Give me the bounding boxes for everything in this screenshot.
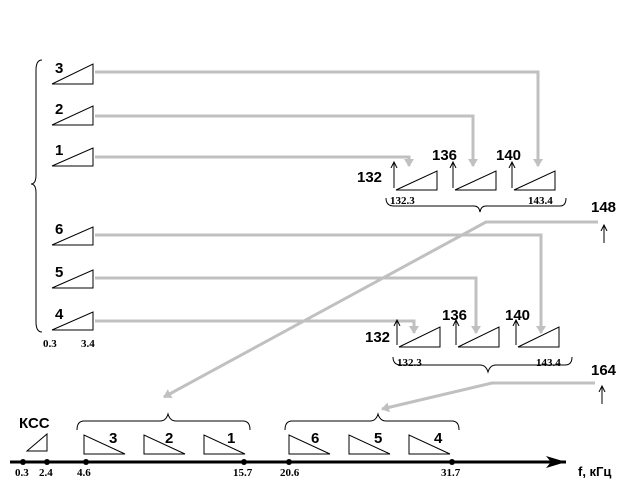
kss-triangle-icon [25,432,48,452]
route-group-b-to-spectrum [381,381,595,413]
mux-freq: 140 [505,307,530,324]
spectrum-triangle-icon [51,311,94,331]
route-channel-4 [95,319,419,334]
channel-number: 3 [55,60,63,77]
group-a-brace [385,197,567,213]
tick-dot [44,459,50,465]
spectrum-triangle-icon [51,226,94,246]
group-transfer-arrows [163,220,598,413]
routing-lines-group-a [95,70,543,167]
route-channel-2 [95,114,478,167]
channel-number: 1 [55,142,63,159]
mux-freq: 132 [365,329,390,346]
spectrum-channel: 5 [374,430,382,447]
mux-freq: 140 [496,147,521,164]
channel-band-low: 0.3 [43,338,57,350]
channel-number: 5 [55,264,63,281]
inverted-spectrum-triangle-icon [408,434,451,455]
inverted-spectrum-triangle-icon [288,434,331,455]
channel-number: 2 [55,101,63,118]
spectrum-triangle-icon [51,147,94,167]
route-channel-5 [95,276,481,334]
channel-input-6: 6 [51,221,94,246]
channel-input-1: 1 [51,142,94,167]
line-spectrum: КСС 3 2 1 6 5 4 f, кГц 0.3 2.4 4.6 15.7 … [10,412,611,479]
spectrum-channel: 2 [165,430,173,447]
route-channel-3 [95,70,543,167]
channel-number: 6 [55,221,63,238]
inverted-spectrum-triangle-icon [348,434,391,455]
spectrum-triangle-icon [457,326,500,348]
mux-freq: 136 [442,307,467,324]
spectrum-group-2-brace [284,412,460,431]
routing-lines-group-b [95,233,546,334]
channel-input-3: 3 [51,60,94,85]
tick-dot [20,459,26,465]
channel-inputs: 3 2 1 6 5 4 0.3 3.4 [43,60,95,350]
spectrum-triangle-icon [454,170,497,191]
group-a-modulation: 132 136 140 132.3 143.4 148 [357,147,616,243]
inverted-spectrum-triangle-icon [83,434,126,455]
group-b-brace [392,356,573,374]
channel-input-2: 2 [51,101,94,126]
group-a-carrier: 148 [591,199,616,216]
frequency-axis-label: f, кГц [578,464,611,479]
spectrum-triangle-icon [51,269,94,289]
group-a-band-high: 143.4 [528,195,553,207]
inverted-spectrum-triangle-icon [143,434,186,455]
spectrum-triangle-icon [513,170,556,191]
tick-label: 15.7 [233,467,253,479]
channel-input-4: 4 [51,306,94,331]
spectrum-triangle-icon [395,170,438,191]
tick-dot [83,459,89,465]
tick-label: 4.6 [77,467,91,479]
spectrum-triangle-icon [51,63,94,85]
spectrum-triangle-icon [517,326,560,348]
mux-freq: 136 [432,147,457,164]
spectrum-channel: 4 [434,430,443,447]
group-a-band-low: 132.3 [390,195,415,207]
spectrum-triangle-icon [398,326,441,348]
mux-freq: 132 [357,169,382,186]
channel-input-5: 5 [51,264,94,289]
spectrum-channel: 6 [311,430,319,447]
route-channel-1 [95,155,414,167]
route-group-a-to-spectrum [163,220,598,399]
spectrum-triangle-icon [51,105,94,126]
tick-label: 31.7 [441,467,461,479]
axis-ticks: 0.3 2.4 4.6 15.7 20.6 31.7 [15,459,461,479]
left-group-brace [30,59,43,333]
route-channel-6 [95,233,546,334]
channel-number: 4 [55,306,64,323]
tick-label: 0.3 [15,467,29,479]
inverted-spectrum-triangle-icon [203,434,246,455]
tick-label: 20.6 [280,467,300,479]
group-b-modulation: 132 136 140 132.3 143.4 164 [365,307,617,404]
channel-band-high: 3.4 [81,338,95,350]
tick-dot [286,459,292,465]
spectrum-channel: 3 [109,430,117,447]
tick-dot [241,459,247,465]
spectrum-channel: 1 [227,430,235,447]
spectrum-group-1-brace [76,412,251,431]
tick-label: 2.4 [39,467,53,479]
kss-label: КСС [19,415,50,432]
group-b-carrier: 164 [591,362,617,379]
group-b-band-high: 143.4 [536,357,561,369]
tick-dot [449,459,455,465]
group-b-band-low: 132.3 [397,357,422,369]
